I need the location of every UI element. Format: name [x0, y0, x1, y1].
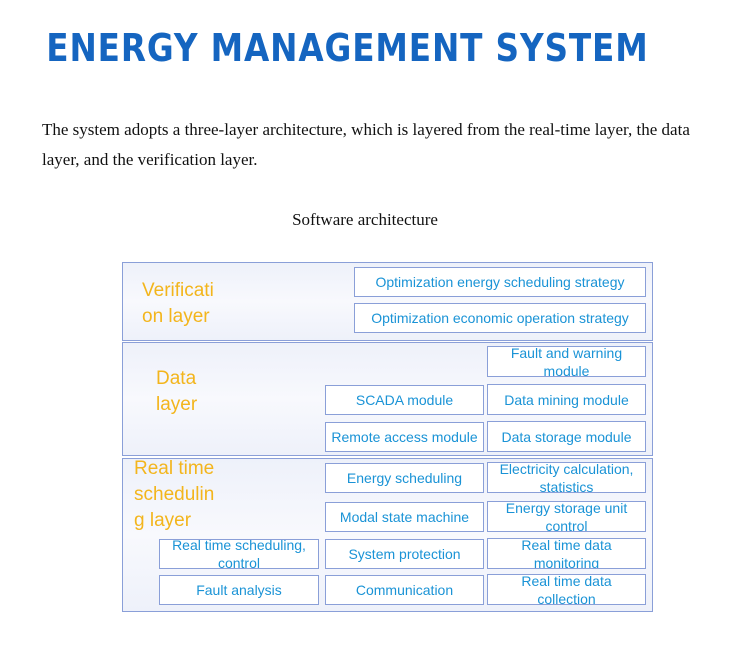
module-electricity-calculation: Electricity calculation, statistics	[487, 462, 646, 493]
intro-paragraph: The system adopts a three-layer architec…	[42, 120, 690, 169]
module-data-storage: Data storage module	[487, 421, 646, 452]
module-realtime-scheduling-control: Real time scheduling, control	[159, 539, 319, 569]
module-fault-analysis: Fault analysis	[159, 575, 319, 605]
realtime-layer-label: Real time schedulin g layer	[134, 458, 215, 531]
diagram-caption: Software architecture	[292, 210, 438, 229]
module-modal-state-machine: Modal state machine	[325, 502, 484, 532]
data-layer-label: Data layer	[156, 368, 198, 415]
module-communication: Communication	[325, 575, 484, 605]
module-optimization-economic-operation: Optimization economic operation strategy	[354, 303, 646, 333]
page-title: ENERGY MANAGEMENT SYSTEM	[46, 26, 649, 70]
module-system-protection: System protection	[325, 539, 484, 569]
module-remote-access: Remote access module	[325, 422, 484, 452]
module-energy-storage-control: Energy storage unit control	[487, 501, 646, 532]
module-data-mining: Data mining module	[487, 384, 646, 415]
module-realtime-data-collection: Real time data collection	[487, 574, 646, 605]
module-realtime-data-monitoring: Real time data monitoring	[487, 538, 646, 569]
verification-layer-label: Verificati on layer	[142, 280, 214, 327]
module-energy-scheduling: Energy scheduling	[325, 463, 484, 493]
module-optimization-energy-scheduling: Optimization energy scheduling strategy	[354, 267, 646, 297]
module-scada: SCADA module	[325, 385, 484, 415]
module-fault-warning: Fault and warning module	[487, 346, 646, 377]
